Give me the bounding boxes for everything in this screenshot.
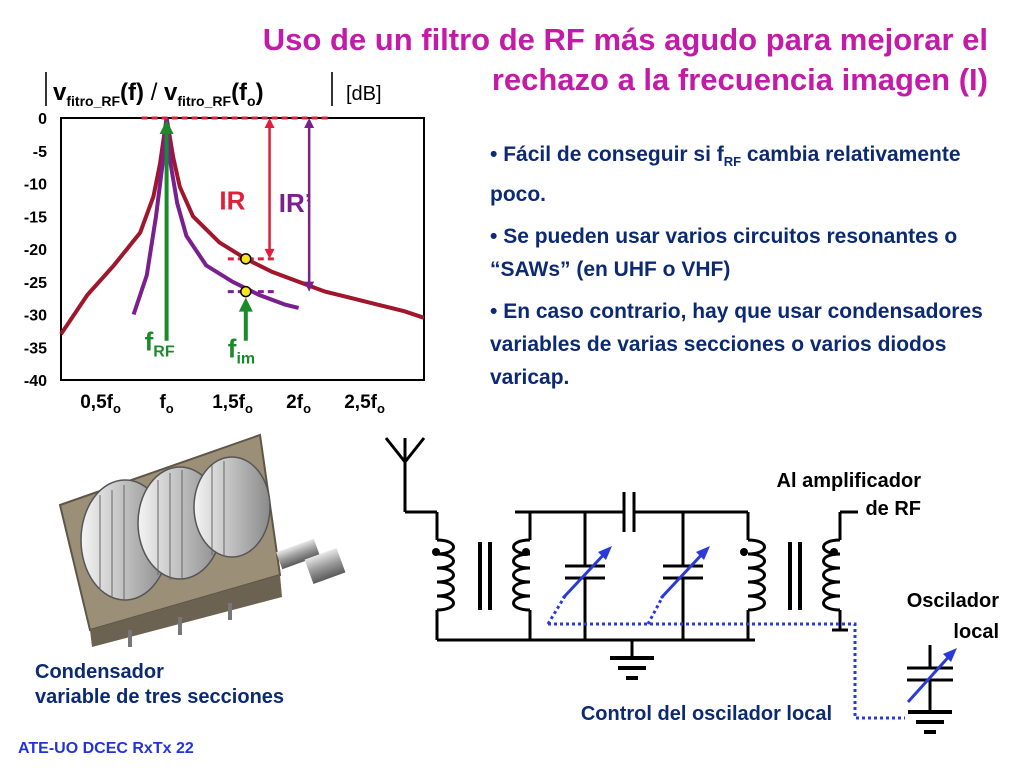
fim-arrow-head [238, 297, 253, 312]
x-tick-label: 1,5fo [212, 392, 253, 416]
amp-label-line2: de RF [865, 498, 921, 520]
frf-label: fRF [145, 327, 175, 361]
annotations: IR IR’ fRF fim [141, 116, 332, 367]
ir-arrow-head-bottom [264, 248, 275, 259]
oscillator-capacitor-icon [907, 645, 953, 734]
ir-arrow-head-top [264, 118, 275, 128]
y-tick-label: -10 [24, 177, 47, 194]
y-tick-label: -20 [24, 242, 47, 259]
input-transformer-icon [432, 512, 531, 640]
x-tick-label: 2fo [286, 392, 311, 416]
bullet-list: Fácil de conseguir si fRF cambia relativ… [490, 138, 990, 403]
y-tick-label: -15 [24, 209, 47, 226]
ir-prime-arrow-head-top [304, 118, 315, 128]
photo-caption-line1: Condensador [35, 661, 164, 683]
y-tick-labels: 0 -5 -10 -15 -20 -25 -30 -35 -40 [24, 111, 47, 390]
ir-label: IR [219, 186, 245, 216]
plot-frame [60, 117, 425, 381]
osc-label-line1: Oscilador [907, 590, 999, 612]
variable-capacitor-1-icon [565, 512, 605, 640]
ground-icon [610, 640, 654, 680]
title-line-2: rechazo a la frecuencia imagen (I) [491, 62, 988, 97]
y-tick-label: 0 [38, 111, 47, 128]
y-tick-label: -5 [33, 144, 47, 161]
variable-capacitor-photo [58, 433, 346, 647]
x-tick-label: fo [159, 392, 173, 416]
footer: ATE-UO DCEC RxTx 22 [18, 740, 194, 757]
svg-text:vfitro_RF(f) / v: vfitro_RF(f) / vfitro_RF(fo) [53, 79, 264, 109]
curve-wide-filter [131, 117, 300, 316]
ir-prime-arrow-head-bottom [304, 281, 315, 292]
frf-arrow-head [159, 120, 174, 134]
coupling-capacitor-icon [608, 492, 650, 532]
amp-label-line1: Al amplificador [777, 470, 922, 492]
bullet-3: En caso contrario, hay que usar condensa… [490, 295, 990, 394]
control-label: Control del oscilador local [581, 703, 832, 725]
x-tick-label: 0,5fo [80, 392, 121, 416]
gang-control [546, 546, 957, 720]
title-line-1: Uso de un filtro de RF más agudo para me… [262, 22, 988, 57]
photo-caption-line2: variable de tres secciones [35, 686, 285, 708]
slide-title: Uso de un filtro de RF más agudo para me… [168, 20, 988, 100]
antenna-icon [384, 437, 437, 514]
y-tick-label: -25 [24, 275, 47, 292]
variable-capacitor-2-icon [663, 512, 703, 640]
ir-prime-point [240, 285, 252, 298]
fim-label: fim [228, 333, 255, 367]
output-transformer-icon [740, 510, 858, 640]
bullet-2: Se pueden usar varios circuitos resonant… [490, 220, 990, 286]
ir-prime-label: IR’ [279, 188, 312, 218]
ir-point [240, 253, 252, 265]
osc-label-line2: local [953, 621, 999, 643]
curve-sharp-filter [59, 117, 425, 336]
photo-caption: Condensador variable de tres secciones [35, 660, 284, 710]
y-tick-label: -30 [24, 308, 47, 325]
x-tick-label: 2,5fo [344, 392, 385, 416]
bullet-1: Fácil de conseguir si fRF cambia relativ… [490, 138, 990, 211]
y-axis-title: vfitro_RF(f) / vfitro_RF(fo) [dB] [45, 72, 382, 109]
y-unit: [dB] [346, 83, 382, 105]
x-tick-labels: 0,5fo fo 1,5fo 2fo 2,5fo [80, 392, 385, 416]
y-tick-label: -35 [24, 340, 47, 357]
y-tick-label: -40 [24, 373, 47, 390]
rf-circuit [384, 437, 953, 734]
